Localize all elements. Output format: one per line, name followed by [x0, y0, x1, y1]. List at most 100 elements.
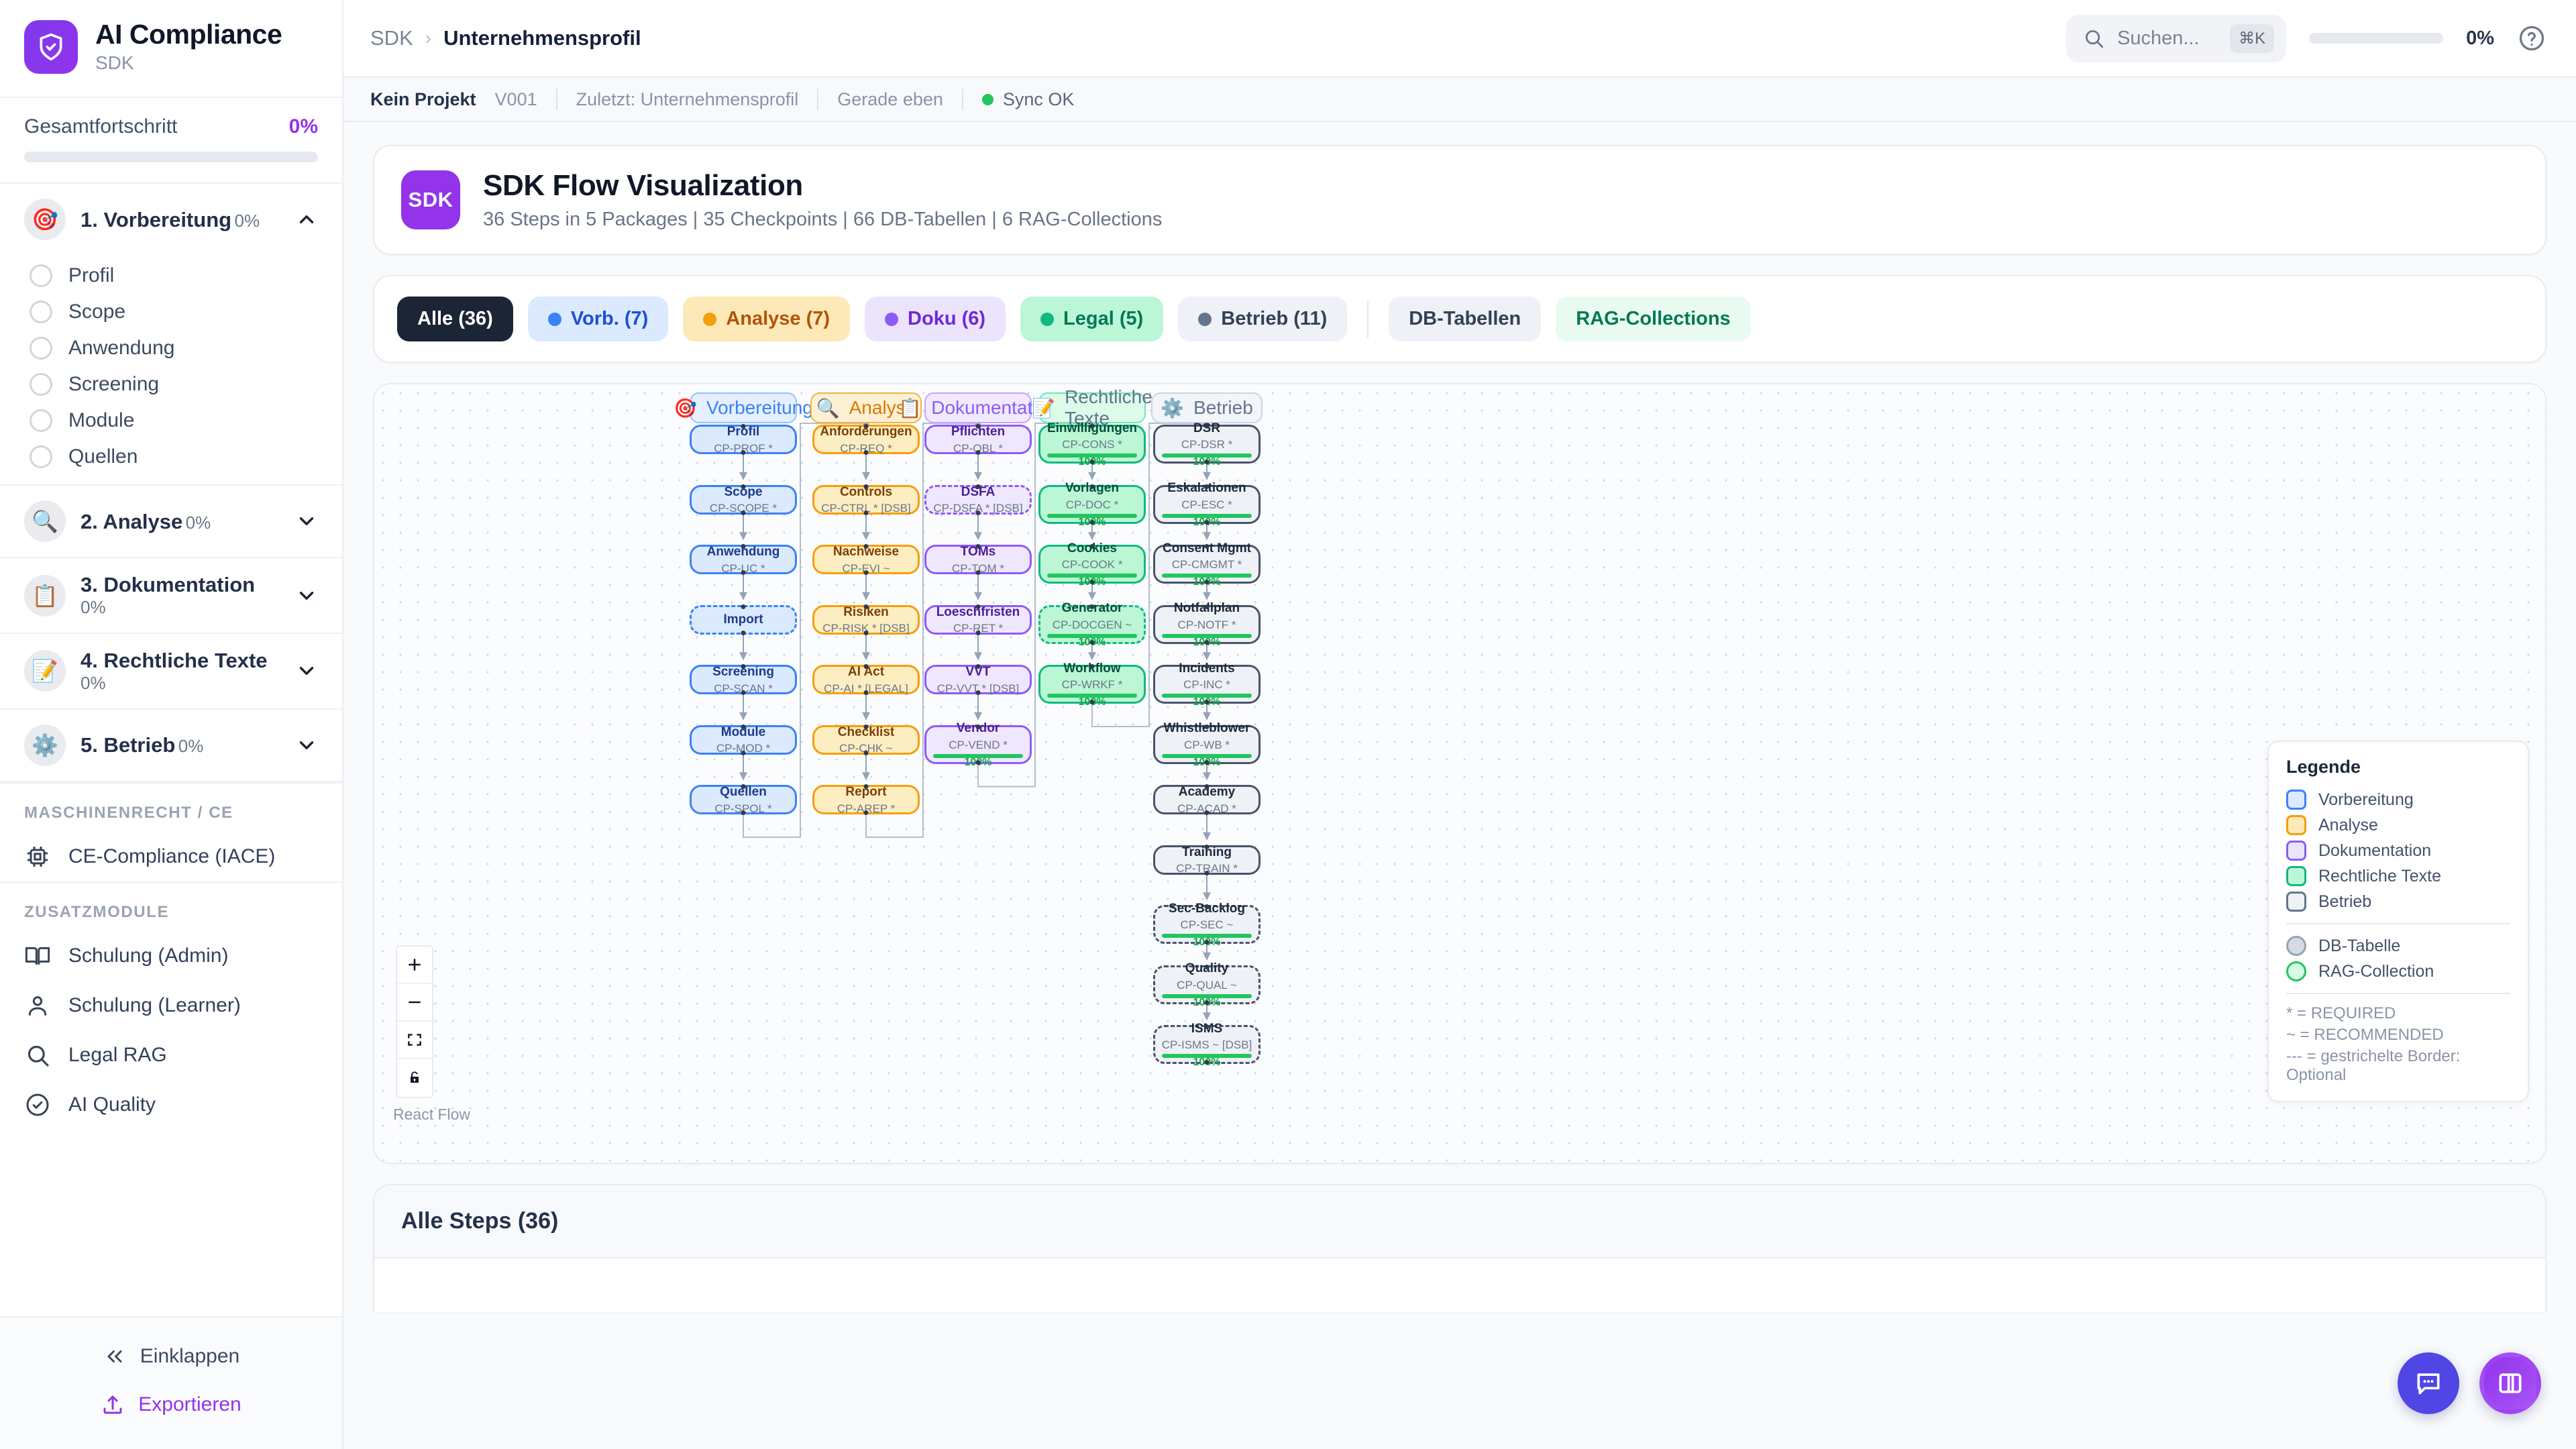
phase-progress: 0% [234, 210, 260, 231]
lock-icon[interactable] [397, 1059, 432, 1097]
phase-toggle[interactable]: 🔍 2. Analyse 0% [0, 486, 342, 557]
phase-toggle[interactable]: ⚙️ 5. Betrieb 0% [0, 710, 342, 781]
step-radio-icon[interactable] [30, 264, 52, 288]
collapse-sidebar-button[interactable]: Einklappen [0, 1332, 342, 1381]
phase-toggle[interactable]: 📋 3. Dokumentation 0% [0, 558, 342, 633]
step-radio-icon[interactable] [30, 301, 52, 324]
sidebar-item-schulung-learner[interactable]: Schulung (Learner) [0, 981, 342, 1030]
all-steps-card: Alle Steps (36) [373, 1184, 2546, 1312]
filter-chip[interactable]: DB-Tabellen [1389, 297, 1542, 341]
node-code: CP-SCOPE * [709, 502, 777, 515]
filter-chip[interactable]: RAG-Collections [1556, 297, 1751, 341]
flow-node[interactable]: Scope CP-SCOPE * [690, 484, 797, 515]
phase-toggle[interactable]: 📝 4. Rechtliche Texte 0% [0, 634, 342, 708]
panel-fab[interactable] [2479, 1352, 2541, 1414]
flow-node[interactable]: Loeschfristen CP-RET * [924, 604, 1032, 635]
flow-node[interactable]: Profil CP-PROF * [690, 424, 797, 455]
flow-node[interactable]: Vendor CP-VEND * 100% [924, 721, 1032, 768]
flow-node[interactable]: DSR CP-DSR * 100% [1153, 421, 1260, 468]
chevrons-left-icon [103, 1344, 127, 1368]
flow-node[interactable]: AI Act CP-AI * [LEGAL] [812, 664, 920, 695]
fit-view-icon[interactable] [397, 1022, 432, 1059]
flow-node[interactable]: Pflichten CP-OBL * [924, 424, 1032, 455]
flow-node[interactable]: Whistleblower CP-WB * 100% [1153, 721, 1260, 768]
export-button[interactable]: Exportieren [0, 1381, 342, 1429]
flow-node[interactable]: TOMs CP-TOM * [924, 544, 1032, 575]
node-code: CP-AI * [LEGAL] [824, 682, 908, 695]
sidebar-item-quellen[interactable]: Quellen [0, 439, 342, 475]
flow-node[interactable]: Training CP-TRAIN * [1153, 844, 1260, 875]
chevron-down-icon[interactable] [295, 734, 318, 757]
flow-node[interactable]: Incidents CP-INC * 100% [1153, 661, 1260, 708]
flow-node[interactable]: Import [690, 604, 797, 635]
search-input[interactable]: Suchen... ⌘K [2066, 14, 2287, 62]
phase-progress: 0% [80, 672, 106, 693]
filter-chip[interactable]: Alle (36) [397, 297, 513, 341]
chevron-down-icon[interactable] [295, 584, 318, 607]
filter-chip[interactable]: Analyse (7) [683, 297, 851, 341]
step-radio-icon[interactable] [30, 337, 52, 360]
chat-fab[interactable] [2398, 1352, 2459, 1414]
sidebar-item-profil[interactable]: Profil [0, 258, 342, 294]
sidebar-item-ai-quality[interactable]: AI Quality [0, 1080, 342, 1130]
column-title: Analyse [849, 397, 916, 418]
machine-section: MASCHINENRECHT / CE CE-Compliance (IACE) [0, 782, 342, 881]
flow-node[interactable]: Anforderungen CP-REQ * [812, 424, 920, 455]
node-code: CP-SCAN * [714, 682, 773, 695]
sidebar-item-ce-compliance[interactable]: CE-Compliance (IACE) [0, 832, 342, 881]
filter-chip[interactable]: Vorb. (7) [527, 297, 669, 341]
flow-node[interactable]: Cookies CP-COOK * 100% [1038, 541, 1146, 588]
flow-node[interactable]: Einwilligungen CP-CONS * 100% [1038, 421, 1146, 468]
phase-emoji-icon: 📋 [24, 574, 66, 616]
step-radio-icon[interactable] [30, 409, 52, 433]
help-circle-icon[interactable] [2517, 23, 2546, 53]
chevron-down-icon[interactable] [295, 510, 318, 533]
zoom-in-icon[interactable] [397, 947, 432, 984]
flow-node[interactable]: Report CP-AREP * [812, 784, 920, 815]
node-handle-top [1204, 664, 1210, 669]
flow-node[interactable]: ISMS CP-ISMS ~ [DSB] 100% [1153, 1022, 1260, 1068]
sidebar-item-schulung-admin[interactable]: Schulung (Admin) [0, 931, 342, 981]
filter-chip[interactable]: Legal (5) [1020, 297, 1164, 341]
chevron-up-icon[interactable] [295, 208, 318, 231]
step-radio-icon[interactable] [30, 445, 52, 469]
node-handle-bottom [741, 690, 746, 695]
step-radio-icon[interactable] [30, 373, 52, 396]
flow-node[interactable]: Consent Mgmt CP-CMGMT * 100% [1153, 541, 1260, 588]
flow-node[interactable]: Vorlagen CP-DOC * 100% [1038, 481, 1146, 528]
filter-chip[interactable]: Doku (6) [865, 297, 1006, 341]
flow-node[interactable]: Workflow CP-WRKF * 100% [1038, 661, 1146, 708]
flow-node[interactable]: VVT CP-VVT * [DSB] [924, 664, 1032, 695]
flow-node[interactable]: Nachweise CP-EVI ~ [812, 544, 920, 575]
flow-canvas[interactable]: Legende Vorbereitung Analyse Dokumentati… [374, 384, 2545, 1163]
zoom-out-icon[interactable] [397, 984, 432, 1022]
node-handle-top [1204, 484, 1210, 489]
flow-node[interactable]: Generator CP-DOCGEN ~ 100% [1038, 601, 1146, 648]
flow-node[interactable]: Module CP-MOD * [690, 724, 797, 755]
sidebar-item-scope[interactable]: Scope [0, 294, 342, 330]
chevron-down-icon[interactable] [295, 659, 318, 682]
flow-node[interactable]: Screening CP-SCAN * [690, 664, 797, 695]
flow-node[interactable]: Quality CP-QUAL ~ 100% [1153, 961, 1260, 1008]
flow-node[interactable]: Risiken CP-RISK * [DSB] [812, 604, 920, 635]
flow-node[interactable]: Checklist CP-CHK ~ [812, 724, 920, 755]
flow-node[interactable]: Quellen CP-SPOL * [690, 784, 797, 815]
breadcrumb-root[interactable]: SDK [370, 26, 413, 50]
sidebar-item-anwendung[interactable]: Anwendung [0, 330, 342, 366]
sidebar-item-module[interactable]: Module [0, 402, 342, 439]
sidebar-item-label: Profil [68, 264, 115, 287]
flow-node[interactable]: Controls CP-CTRL * [DSB] [812, 484, 920, 515]
phase-toggle[interactable]: 🎯 1. Vorbereitung 0% [0, 184, 342, 255]
flow-node[interactable]: Anwendung CP-UC * [690, 544, 797, 575]
flow-node[interactable]: Eskalationen CP-ESC * 100% [1153, 481, 1260, 528]
sidebar-item-legal-rag[interactable]: Legal RAG [0, 1030, 342, 1080]
flow-node[interactable]: Academy CP-ACAD * [1153, 784, 1260, 815]
filter-chip[interactable]: Betrieb (11) [1178, 297, 1348, 341]
sidebar-item-screening[interactable]: Screening [0, 366, 342, 402]
flow-node[interactable]: Sec-Backlog CP-SEC ~ 100% [1153, 902, 1260, 948]
node-code: CP-REQ * [840, 441, 892, 455]
node-code: CP-WRKF * [1061, 678, 1123, 692]
flow-node[interactable]: DSFA CP-DSFA * [DSB] [924, 484, 1032, 515]
flow-node[interactable]: Notfallplan CP-NOTF * 100% [1153, 601, 1260, 648]
node-handle-bottom [741, 570, 746, 575]
